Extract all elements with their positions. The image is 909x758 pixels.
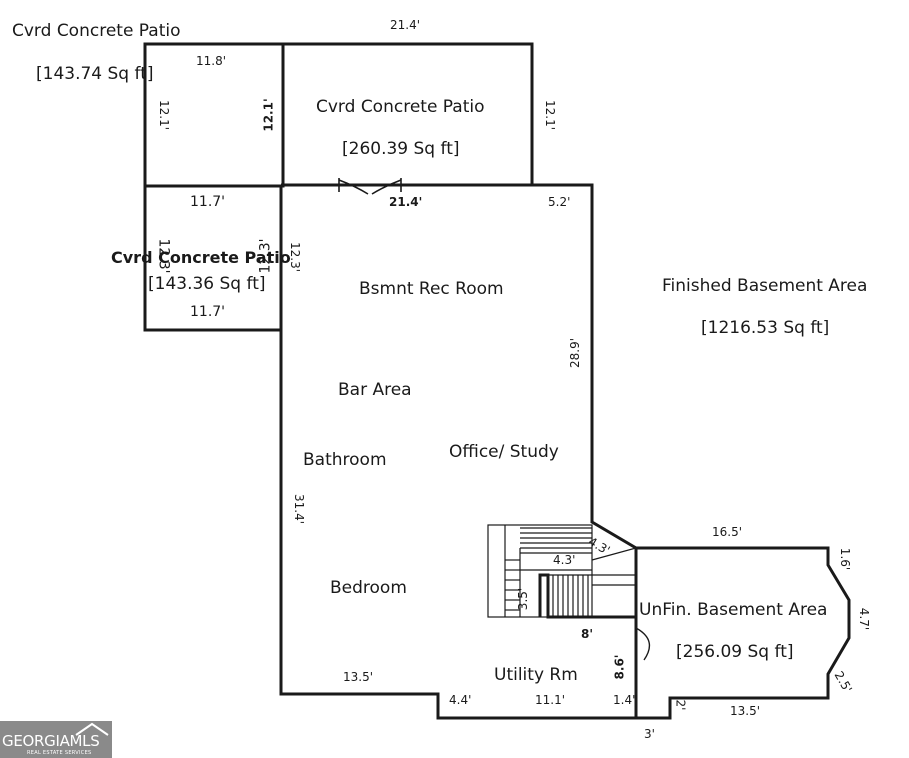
dim-8: 8': [581, 627, 594, 641]
dim-28-9: 28.9': [568, 337, 583, 369]
dim-13-5-right: 13.5': [730, 704, 761, 718]
bar-area-label: Bar Area: [338, 380, 412, 400]
stairs: [487, 524, 637, 618]
bathroom-label: Bathroom: [303, 450, 387, 470]
unfinished-area-size: [256.09 Sq ft]: [676, 642, 794, 662]
main-wall-left-bottom: [279, 185, 638, 720]
dim-1-4: 1.4': [613, 693, 636, 707]
dim-4-3-flat: 4.3': [553, 553, 576, 567]
dim-11-8: 11.8': [196, 54, 227, 68]
dim-4-4: 4.4': [449, 693, 472, 707]
patio-topleft-name: Cvrd Concrete Patio: [12, 21, 181, 41]
dim-11-7-top: 11.7': [190, 194, 226, 210]
dim-12-1-mid: 12.1': [261, 98, 276, 132]
utility-room-label: Utility Rm: [494, 665, 578, 685]
dim-12-1-right: 12.1': [543, 99, 558, 131]
dim-12-3-mid: 12.3': [257, 238, 274, 274]
rec-room-label: Bsmnt Rec Room: [359, 279, 504, 299]
dim-12-3-left: 12.3': [155, 238, 172, 274]
unfinished-door: [635, 627, 651, 662]
dim-31-4: 31.4': [292, 493, 307, 525]
stair-wall: [538, 573, 636, 619]
dim-21-4-top: 21.4': [390, 18, 421, 32]
dim-1-6: 1.6': [838, 547, 853, 571]
dim-12-3-right: 12.3': [288, 241, 303, 273]
dim-21-4-mid: 21.4': [389, 195, 423, 209]
logo-subtext: REAL ESTATE SERVICES: [27, 750, 92, 756]
bedroom-label: Bedroom: [330, 578, 407, 598]
dim-2: 2': [673, 699, 688, 711]
dim-4-7: 4.7': [857, 607, 872, 631]
main-wall-outline: [281, 183, 638, 694]
georgia-mls-logo: GEORGIAMLS REAL ESTATE SERVICES: [0, 721, 112, 758]
finished-area-size: [1216.53 Sq ft]: [701, 318, 830, 338]
office-label: Office/ Study: [449, 442, 559, 462]
patio-door: [338, 178, 402, 195]
dim-8-6: 8.6': [612, 654, 627, 680]
dim-3: 3': [644, 727, 655, 741]
dim-11-7-bot: 11.7': [190, 304, 226, 320]
unfinished-area-name: UnFin. Basement Area: [639, 600, 828, 620]
logo-text: GEORGIAMLS: [2, 732, 100, 750]
patio-left-area: [143.36 Sq ft]: [148, 274, 266, 294]
roof-icon: [75, 722, 109, 736]
dim-12-1-left: 12.1': [157, 99, 172, 131]
patio-center-name: Cvrd Concrete Patio: [316, 97, 485, 117]
unfinished-wall-outline: [636, 546, 851, 720]
dim-11-1: 11.1': [535, 693, 566, 707]
dim-13-5-left: 13.5': [343, 670, 374, 684]
finished-area-name: Finished Basement Area: [662, 276, 868, 296]
patio-topleft-area: [143.74 Sq ft]: [36, 64, 154, 84]
patio-left-name: Cvrd Concrete Patio: [111, 248, 291, 267]
dim-16-5: 16.5': [712, 525, 743, 539]
dim-3-5: 3.5': [516, 587, 531, 611]
patio-center-area: [260.39 Sq ft]: [342, 139, 460, 159]
dim-5-2: 5.2': [548, 195, 571, 209]
